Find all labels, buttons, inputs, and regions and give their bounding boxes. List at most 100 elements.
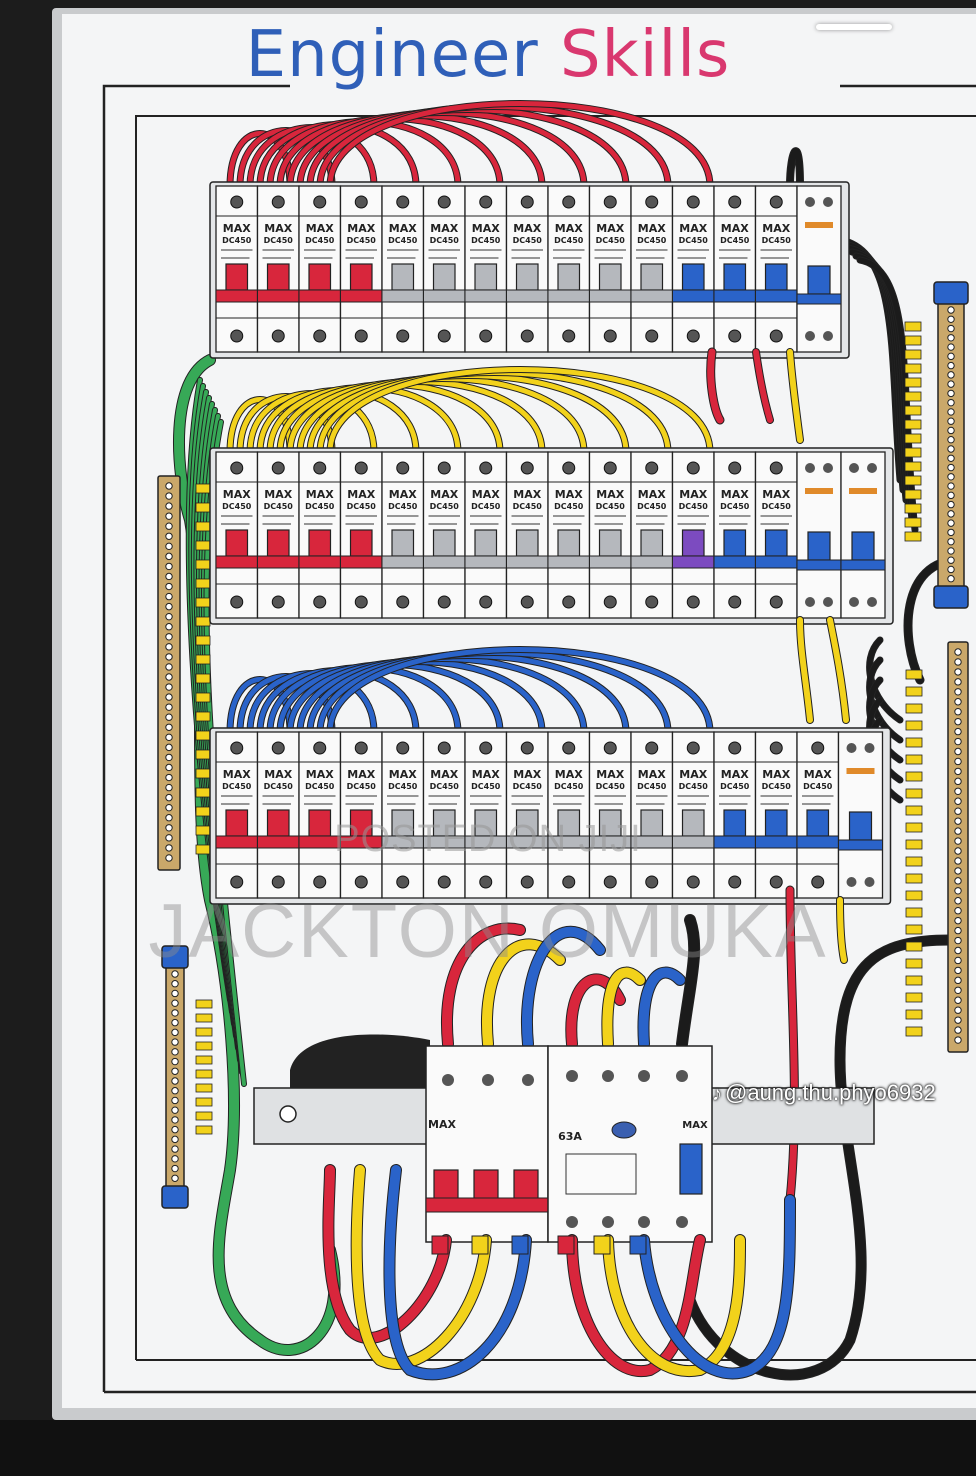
left-yellow-ferrule-16 [195,768,211,779]
left-neutral-bar-screw-6 [165,532,173,540]
mcb-model-label: DC450 [679,782,709,791]
top-screw-icon [520,195,534,209]
mcb-toggle-handle [598,263,622,291]
right-neutral-bar-screw-39 [954,1026,962,1034]
mcb-toggle-handle [681,529,705,557]
right-neutral-bar-screw-31 [954,946,962,955]
right-neutral-bar-screw-13 [954,767,962,776]
bottom-screw-icon [396,595,410,609]
left-earth-bar-screw-1 [171,970,179,978]
bottom-screw-icon [437,875,451,889]
left-neutral-bar-screw-23 [165,703,173,711]
mcb-color-strip [713,835,756,849]
left-neutral-bar-screw-7 [165,542,173,551]
mcb-color-strip [464,289,507,303]
left-yellow-ferrule-5 [195,559,211,570]
left-neutral-bar-screw-15 [165,623,173,631]
left-yellow-ferrule-20 [195,844,211,855]
mcb-toggle-handle [308,529,332,557]
right-neutral-bar-screw-24 [954,877,962,885]
mcb-model-label: DC450 [222,782,252,791]
mcb-color-strip [506,835,549,849]
right-neutral-bar-screw-36 [954,996,962,1004]
bottom-screw-icon [728,875,742,889]
rcd-bottom-screw-left-icon [805,597,815,607]
mcb-color-strip [257,835,300,849]
right-terminal-block-screw-6 [947,352,955,361]
rcd-bottom-screw-right-icon [864,877,875,887]
mcb-color-strip [672,289,715,303]
bottom-screw-icon [686,875,700,889]
mcb-brand-label: MAX [430,768,458,781]
rcd-bottom-screw-1-icon [566,1216,578,1228]
mcb-model-label: DC450 [264,782,294,791]
bottom-screw-icon [603,875,617,889]
bottom-screw-icon [769,329,783,343]
bottom-screw-icon [354,329,368,343]
left-yellow-ferrule-18 [195,806,211,817]
mcb-toggle-handle [723,263,747,291]
mcb-model-label: DC450 [803,782,833,791]
rcd-screw-2-icon [602,1070,614,1082]
right-terminal-block-screw-30 [947,575,955,583]
mcb-brand-label: MAX [513,488,541,501]
mcb-brand-label: MAX [472,768,500,781]
left-yellow-ferrule-2 [195,502,211,513]
rcd-screw-1-icon [566,1070,578,1082]
left-neutral-bar-screw-14 [165,612,173,621]
left-neutral-bar-screw-8 [165,552,173,561]
rcd-screw-3-icon [638,1070,650,1082]
right-terminal-block-screw-18 [947,463,955,472]
left-earth-bar-screw-10 [171,1057,179,1066]
right-lower-yellow-ferrule-15 [905,907,923,918]
left-earth-bar-screw-17 [171,1125,179,1134]
top-screw-icon [520,741,534,755]
top-screw-icon [562,195,576,209]
main-in-blue-2 [638,967,685,1049]
mcb-brand-label: MAX [721,768,749,781]
left-yellow-ferrule-19 [195,825,211,836]
mcb-color-strip [672,555,715,569]
right-neutral-bar-screw-12 [954,757,962,766]
rcd-bottom-screw-4-icon [676,1216,688,1228]
bottom-screw-icon [769,875,783,889]
mcb-brand-label: MAX [679,488,707,501]
mcb-brand-label: MAX [638,768,666,781]
mcb-model-label: DC450 [762,782,792,791]
mcb-toggle-handle [764,809,788,837]
left-neutral-bar-screw-31 [165,783,173,792]
left-neutral-bar-screw-26 [165,733,173,742]
right-neutral-bar-screw-25 [954,887,962,895]
main-in-yellow-2 [602,967,645,1049]
right-neutral-bar-screw-20 [954,837,962,845]
mcb-color-strip [257,289,300,303]
out-ferrule-6 [629,1235,647,1255]
mcb-brand-label: MAX [555,222,583,235]
right-yellow-ferrule-2 [904,335,922,346]
right-yellow-ferrule-1 [904,321,922,332]
mcb-brand-label: MAX [306,488,334,501]
mcb-body [339,185,383,353]
rcd-brand-label: MAX [682,1120,708,1131]
right-terminal-block-screw-15 [947,436,955,444]
rcd-bottom-screw-left-icon [846,877,857,887]
left-neutral-bar-screw-10 [165,572,173,581]
mcb-model-label: DC450 [762,502,792,511]
top-screw-icon [354,195,368,209]
right-yellow-ferrule-14 [904,503,922,514]
mcb-brand-label: MAX [389,222,417,235]
isolator-screw-3-icon [522,1074,534,1086]
rcd-bottom-screw-right-icon [823,331,833,341]
right-terminal-block-screw-3 [947,324,955,333]
left-earth-bar-screw-6 [171,1018,179,1027]
right-black-main [685,935,955,1380]
